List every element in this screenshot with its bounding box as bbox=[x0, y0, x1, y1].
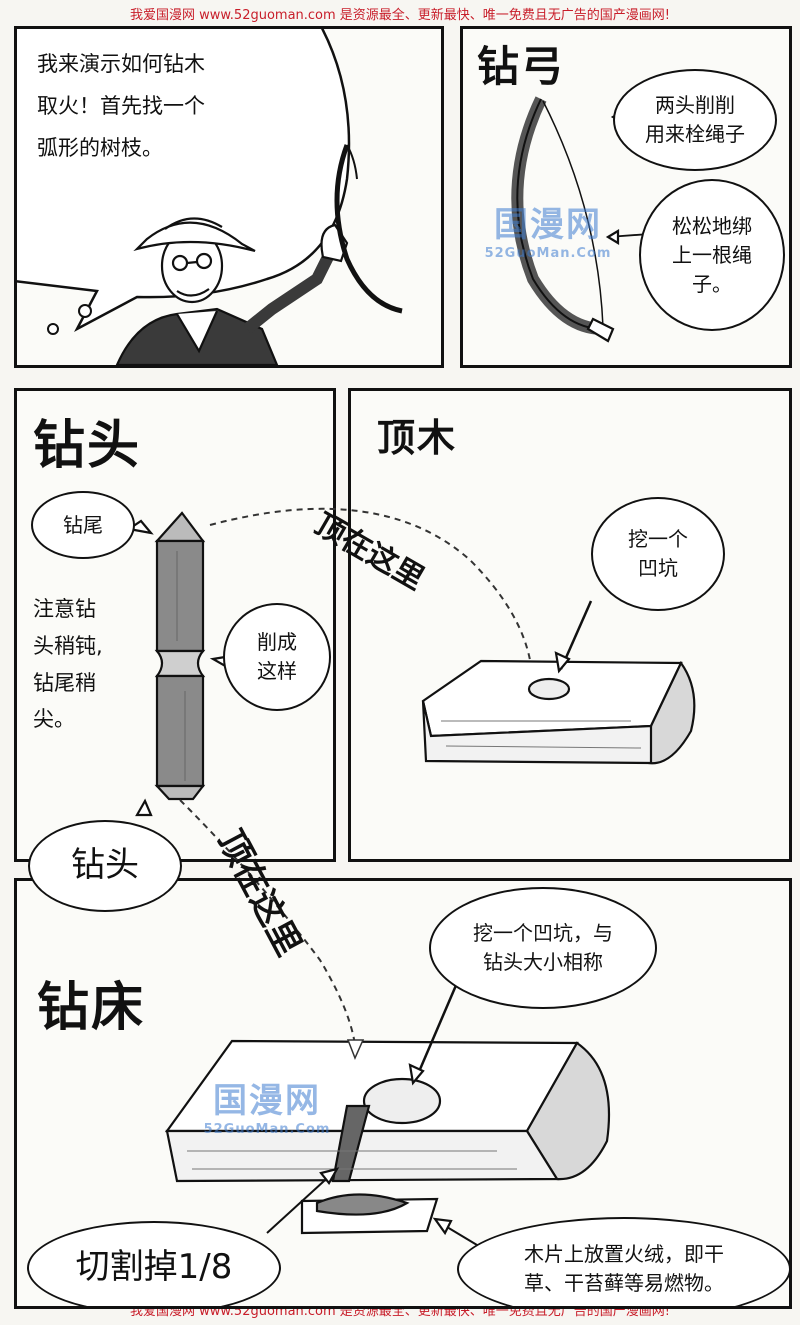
speech-balloon-shape bbox=[17, 29, 403, 365]
speech-bubble-tail: 钻尾 bbox=[31, 491, 135, 559]
bubble-line: 草、干苔藓等易燃物。 bbox=[524, 1271, 724, 1295]
note-line: 注意钻 bbox=[33, 597, 96, 621]
bubble-line: 子。 bbox=[692, 271, 732, 296]
intro-line: 弧形的树枝。 bbox=[37, 136, 163, 160]
top-wood-illustration bbox=[421, 600, 696, 765]
note-line: 钻尾稍 bbox=[33, 670, 96, 695]
bubble-line: 挖一个凹坑，与 bbox=[473, 921, 613, 945]
panel-drill-bow: 钻弓 两头削削 用来栓绳子 松松地绑 上一根绳 子。 国漫网 52GuoMan.… bbox=[460, 26, 792, 368]
panel-drill-bed: 钻床 挖一个凹坑，与 钻头大小相称 切割掉1/8 木片上放置火绒，即 bbox=[14, 878, 792, 1309]
speech-bubble-pit-size: 挖一个凹坑，与 钻头大小相称 bbox=[429, 887, 657, 1009]
bubble-line: 凹坑 bbox=[638, 556, 678, 580]
bubble-line: 木片上放置火绒，即干 bbox=[524, 1242, 724, 1266]
bubble-line: 两头削削 bbox=[655, 93, 735, 117]
panel-intro: 我来演示如何钻木 取火！首先找一个 弧形的树枝。 bbox=[14, 26, 444, 368]
panel-title: 钻床 bbox=[37, 978, 146, 1038]
speech-bubble-bit: 钻头 bbox=[28, 820, 182, 912]
bubble-line: 上一根绳 bbox=[672, 242, 752, 267]
speech-bubble-ends: 两头削削 用来栓绳子 bbox=[613, 69, 777, 171]
watermark-url: 52GuoMan.Com bbox=[203, 1122, 331, 1137]
watermark-logo: 国漫网 52GuoMan.Com bbox=[177, 1073, 357, 1137]
bubble-line: 这样 bbox=[257, 659, 297, 683]
drill-bit-note: 注意钻 头稍钝, 钻尾稍 尖。 bbox=[33, 591, 103, 738]
speech-bubble-tinder: 木片上放置火绒，即干 草、干苔藓等易燃物。 bbox=[457, 1217, 789, 1306]
intro-speech-text: 我来演示如何钻木 取火！首先找一个 弧形的树枝。 bbox=[37, 43, 205, 169]
note-line: 头稍钝, bbox=[33, 633, 103, 658]
panel-title: 顶木 bbox=[377, 416, 458, 460]
bubble-line: 松松地绑 bbox=[672, 213, 752, 238]
bubble-line: 用来栓绳子 bbox=[645, 122, 745, 146]
intro-line: 取火！首先找一个 bbox=[37, 94, 205, 118]
speech-bubble-pit: 挖一个 凹坑 bbox=[591, 497, 725, 611]
note-line: 尖。 bbox=[33, 707, 75, 732]
watermark-url: 52GuoMan.Com bbox=[484, 246, 612, 261]
panel-title: 钻头 bbox=[33, 416, 142, 476]
speech-bubble-rope: 松松地绑 上一根绳 子。 bbox=[639, 179, 785, 331]
bubble-text: 钻头 bbox=[71, 845, 139, 886]
intro-line: 我来演示如何钻木 bbox=[37, 52, 205, 76]
bubble-line: 钻头大小相称 bbox=[483, 950, 603, 974]
bubble-line: 削成 bbox=[257, 630, 297, 654]
bubble-text: 钻尾 bbox=[63, 512, 103, 537]
bubble-text: 切割掉1/8 bbox=[75, 1247, 233, 1288]
site-banner-top: 我爱国漫网 www.52guoman.com 是资源最全、更新最快、唯一免费且无… bbox=[129, 8, 671, 23]
watermark-brand: 国漫网 bbox=[494, 205, 602, 245]
watermark-logo: 国漫网 52GuoMan.Com bbox=[463, 197, 633, 261]
drill-bed-illustration bbox=[164, 982, 611, 1252]
speech-bubble-shape: 削成 这样 bbox=[223, 603, 331, 711]
bubble-line: 挖一个 bbox=[628, 527, 688, 551]
panel-drill-bit: 钻头 钻尾 注意钻 头稍钝, 钻尾稍 尖。 削成 这样 bbox=[14, 388, 336, 862]
explorer-character bbox=[115, 144, 403, 365]
watermark-brand: 国漫网 bbox=[213, 1081, 321, 1121]
speech-bubble-cut: 切割掉1/8 bbox=[27, 1221, 281, 1306]
panel-title: 钻弓 bbox=[477, 42, 566, 91]
panel-top-wood: 顶木 挖一个 凹坑 bbox=[348, 388, 792, 862]
